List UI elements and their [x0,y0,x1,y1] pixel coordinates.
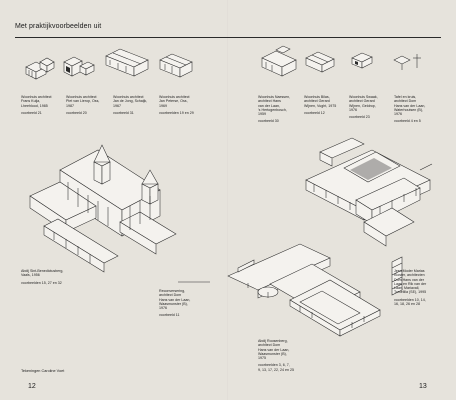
house-drawing-4 [160,54,192,77]
caption-tafel-kruis: Tafel en kruis, architect Dom Hans van d… [394,95,426,124]
abbey-vaals-drawing [30,145,176,272]
page-number-right: 13 [419,383,427,390]
page-gutter [227,0,228,400]
abbey-roosenberg-drawing [178,244,402,336]
caption-swaak: Woonhuis Swaak, architect Gerard Wijnen,… [349,95,378,120]
caption-bilas: Woonhuis Bilas, architect Gerard Wijnen,… [304,95,337,115]
house-drawing-1 [26,58,54,79]
caption-de-jong: Woonhuis architect Jan de Jong, Schaijk,… [113,95,148,115]
table-cross-drawing [394,54,421,70]
caption-peterse: Woonhuis architect Jan Peterse, Oss, 196… [159,95,194,115]
caption-roosenberg: Abdij Roosenberg, architect Dom Hans van… [258,339,294,372]
house-drawing-2 [64,57,94,76]
page-number-left: 12 [28,383,36,390]
caption-mariavall: Jesu Moder Marias Kloster, architecten D… [394,269,427,307]
caption-reconversering: Reconversering, architect Dom Hans van d… [159,289,191,318]
caption-kulja: Woonhuis architect Frans Kulja, Lheehloo… [21,95,52,115]
title-rule [15,37,441,38]
house-drawing-bilas [306,52,334,72]
caption-vaals: Abdij Sint-Benedictusberg, Vaals, 1956 v… [21,269,64,285]
page-title: Met praktijkvoorbeelden uit [15,23,102,30]
caption-naessen: Woonhuis Naessen, architect Hans van der… [258,95,291,124]
house-drawing-3 [106,49,148,76]
house-drawing-swaak [352,53,372,68]
house-drawing-naessen [262,46,296,76]
kloster-mariavall-drawing [306,138,432,246]
drawing-credit: Tekeningen Caroline Voet [21,369,65,373]
caption-van-lierop: Woonhuis architect Piet van Lierop, Oss,… [66,95,100,115]
